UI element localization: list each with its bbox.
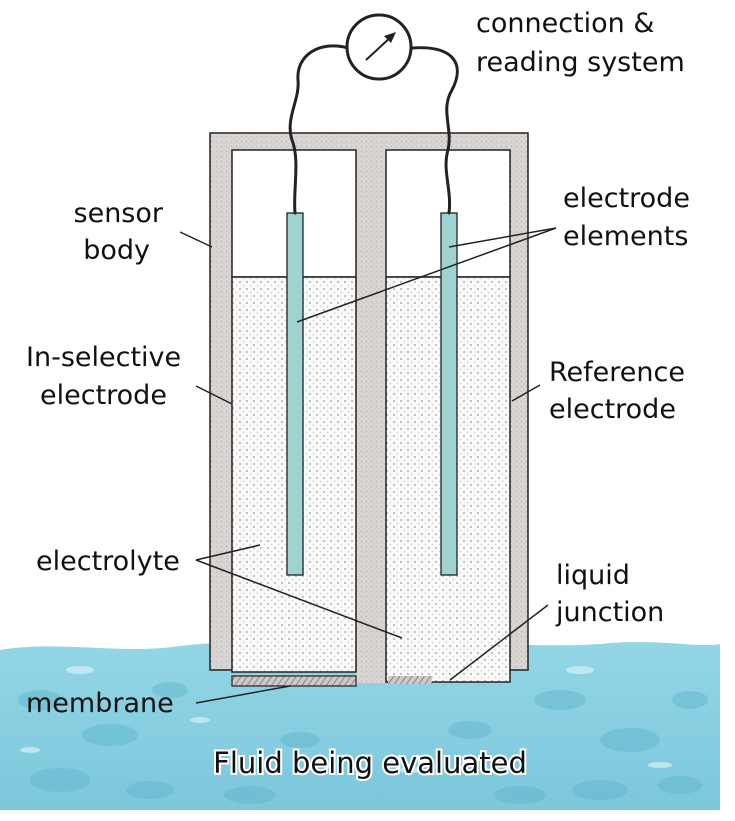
leader-electrode-left xyxy=(296,227,557,323)
label-liquid-junction-2: junction xyxy=(555,597,664,628)
label-reference-2: electrode xyxy=(549,394,676,425)
leader-electrolyte-right xyxy=(195,559,403,639)
label-connection-2: reading system xyxy=(476,47,685,78)
label-electrode-elements-1: electrode xyxy=(563,183,690,214)
liquid-junction-plug xyxy=(388,676,432,684)
label-sensor-body-1: sensor xyxy=(74,198,164,229)
gauge-meter-icon xyxy=(345,13,413,81)
label-reference-1: Reference xyxy=(549,357,685,388)
leader-sensor-body xyxy=(179,231,213,248)
label-liquid-junction-1: liquid xyxy=(556,560,630,591)
leader-membrane xyxy=(195,685,291,704)
label-electrode-elements-2: elements xyxy=(563,221,688,252)
leader-electrolyte-left xyxy=(195,544,261,561)
label-ion-selective-1: In-selective xyxy=(26,342,181,373)
leader-ion-selective xyxy=(195,385,233,405)
membrane-layer xyxy=(231,675,357,687)
label-electrolyte: electrolyte xyxy=(36,546,180,577)
leader-electrode-right xyxy=(448,227,557,248)
leader-liquid-junction xyxy=(449,604,549,681)
connection-wires xyxy=(288,44,459,215)
label-sensor-body-2: body xyxy=(83,235,150,266)
fluid-region xyxy=(0,641,720,810)
label-membrane: membrane xyxy=(26,688,174,719)
label-fluid: Fluid being evaluated xyxy=(213,746,527,780)
label-connection-1: connection & xyxy=(476,8,654,39)
label-ion-selective-2: electrode xyxy=(40,380,167,411)
ion-selective-electrode-element xyxy=(286,212,304,576)
leader-lines xyxy=(179,227,557,704)
leader-reference xyxy=(511,384,541,402)
